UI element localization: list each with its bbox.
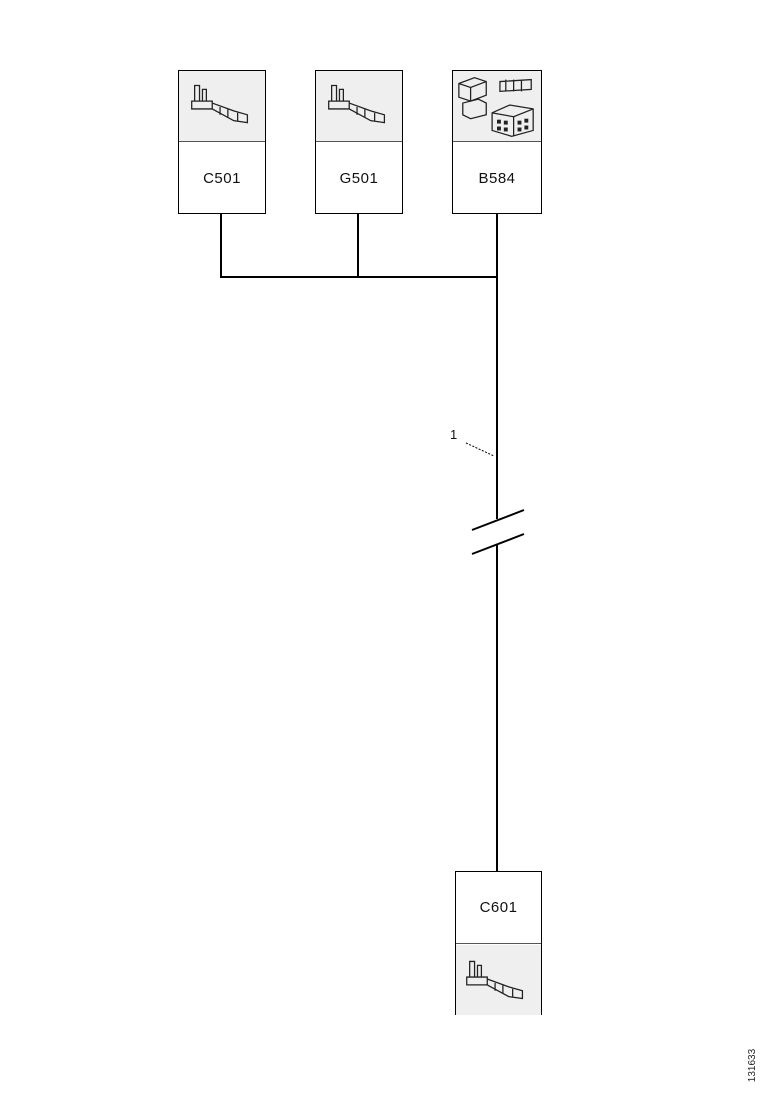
terminal-icon (179, 71, 265, 141)
connector-label-g501: G501 (339, 169, 379, 187)
terminal-icon (316, 71, 402, 141)
connector-label-c601: C601 (479, 898, 518, 916)
connector-label-c501: C501 (203, 169, 241, 187)
connector-c601[interactable]: C601 (455, 871, 542, 1015)
figure-id: 131633 (747, 1048, 759, 1083)
break-mark-upper (471, 509, 525, 531)
connector-label-b584: B584 (478, 169, 516, 187)
connector-c501[interactable]: C501 (178, 70, 266, 214)
wire-callout-1: 1 (450, 427, 458, 442)
callout-leader (465, 442, 495, 457)
connector-b584[interactable]: B584 (452, 70, 542, 214)
multi-pin-connector-icon (453, 71, 541, 141)
break-mark-lower (471, 533, 525, 555)
terminal-icon (456, 945, 541, 1015)
connector-g501[interactable]: G501 (315, 70, 403, 214)
